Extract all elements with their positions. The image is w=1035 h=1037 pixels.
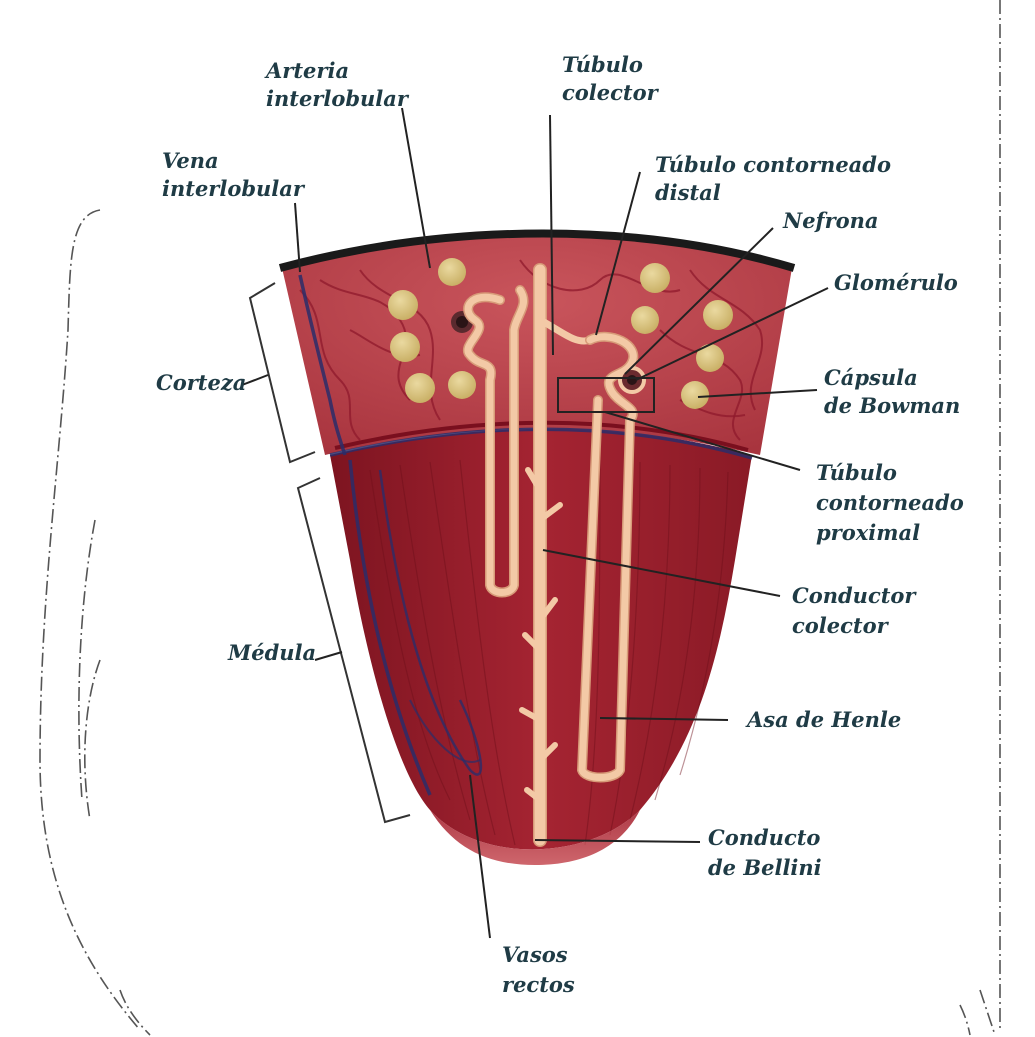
glomeruli [388, 258, 733, 409]
label-vena-interlobular: Vena interlobular [162, 148, 306, 201]
label-asa-henle: Asa de Henle [745, 707, 901, 732]
label-tubulo-colector: Túbulo colector [562, 52, 660, 105]
cortex-bracket [248, 282, 316, 464]
vasa-recta-vessels [348, 459, 483, 796]
medulla-striations [369, 459, 729, 846]
medulla-bracket [296, 477, 411, 824]
label-glomerulo: Glomérulo [834, 270, 958, 295]
label-conductor-colector: Conductor colector [792, 583, 923, 638]
label-corteza: Corteza [156, 370, 246, 395]
kidney-outline [39, 0, 1001, 1036]
label-vasos-rectos: Vasos rectos [502, 942, 575, 997]
label-tubulo-contorneado-proximal: Túbulo contorneado proximal [816, 460, 971, 545]
label-arteria-interlobular: Arteria interlobular [264, 58, 410, 111]
label-nefrona: Nefrona [782, 208, 879, 233]
arcuate-artery [334, 420, 749, 452]
arcuate-vein [329, 427, 753, 460]
label-medula: Médula [227, 640, 316, 665]
collecting-duct [519, 263, 594, 847]
leader-lines [241, 107, 829, 939]
labels: Arteria interlobular Túbulo colector Ven… [156, 52, 971, 997]
nephron-left [463, 285, 529, 598]
nephron-right [577, 331, 646, 783]
renal-capsule [278, 229, 796, 272]
label-conducto-bellini: Conducto de Bellini [708, 825, 828, 880]
interlobular-vein [298, 274, 347, 456]
label-capsula-bowman: Cápsula de Bowman [824, 365, 960, 418]
papilla-tip [430, 810, 640, 865]
label-tubulo-contorneado-distal: Túbulo contorneado distal [655, 152, 898, 205]
